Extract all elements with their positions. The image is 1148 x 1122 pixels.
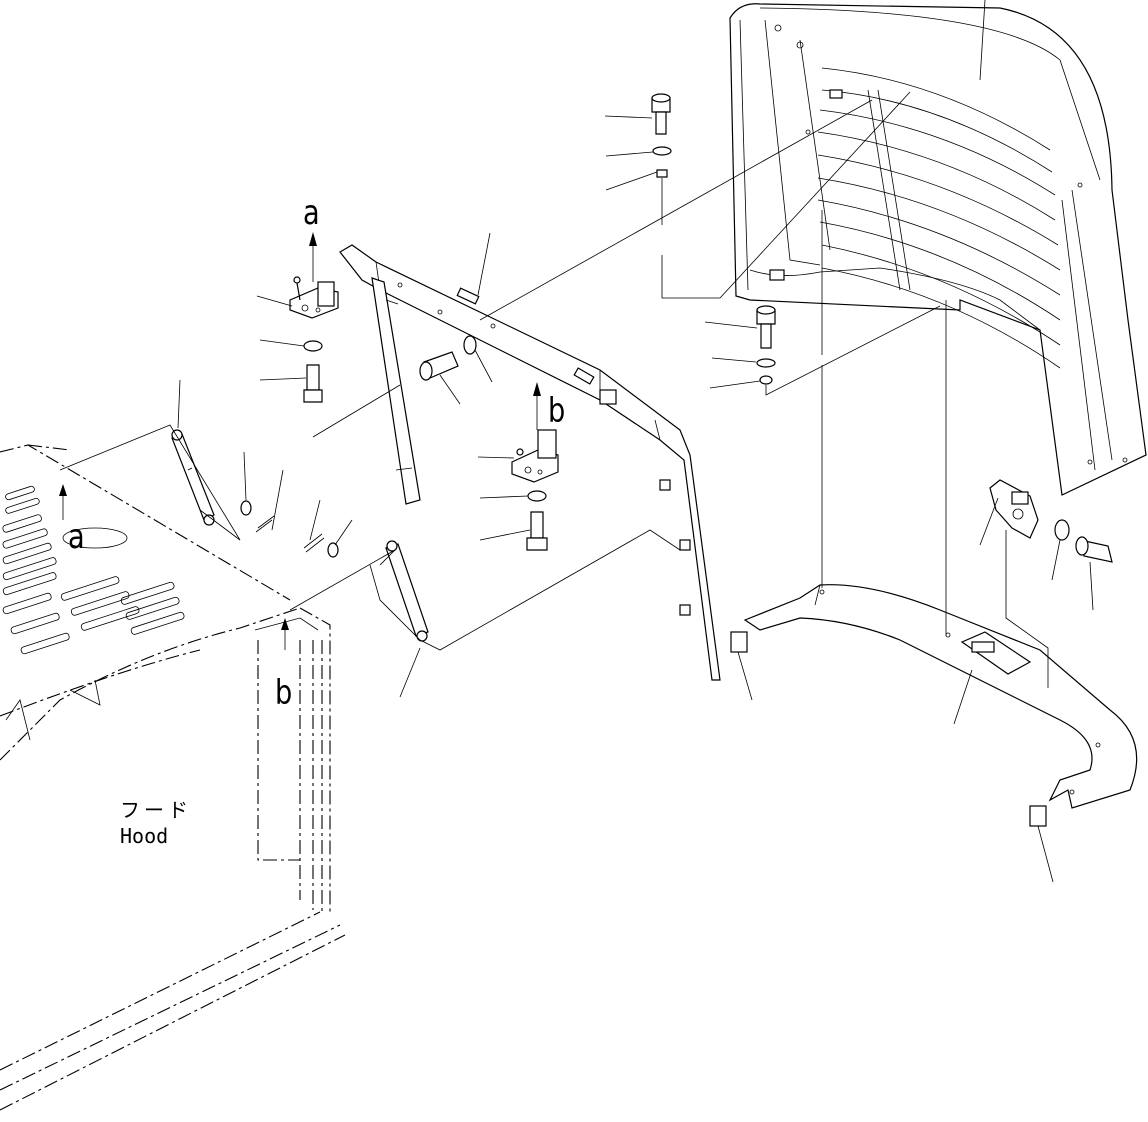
frame-pin-bolt [419, 335, 477, 381]
gas-spring-right [385, 540, 429, 642]
gas-spring-left [171, 429, 215, 526]
bolt-set-top [651, 93, 672, 178]
detail-label-a-lower: a [68, 517, 85, 557]
radiator-cover [729, 3, 1147, 496]
hinge-a [289, 232, 339, 403]
hood-outline [0, 444, 346, 1111]
hood-grille [2, 485, 185, 655]
latch-assembly [989, 479, 1113, 563]
detail-label-b-upper: b [548, 391, 566, 431]
detail-label-b-lower: b [275, 673, 293, 713]
small-washers-pins [240, 500, 339, 558]
hood-label-english: Hood [120, 824, 169, 848]
detail-label-a-upper: a [303, 193, 320, 233]
rubber-blocks [730, 631, 1047, 827]
lower-rail [743, 584, 1138, 809]
hood-label-japanese: フード [120, 798, 192, 822]
leader-lines [59, 0, 1094, 883]
support-frame [339, 244, 721, 681]
hood-ref-arrows [59, 484, 289, 650]
bolt-set-mid [756, 305, 776, 385]
hinge-b [511, 382, 559, 551]
